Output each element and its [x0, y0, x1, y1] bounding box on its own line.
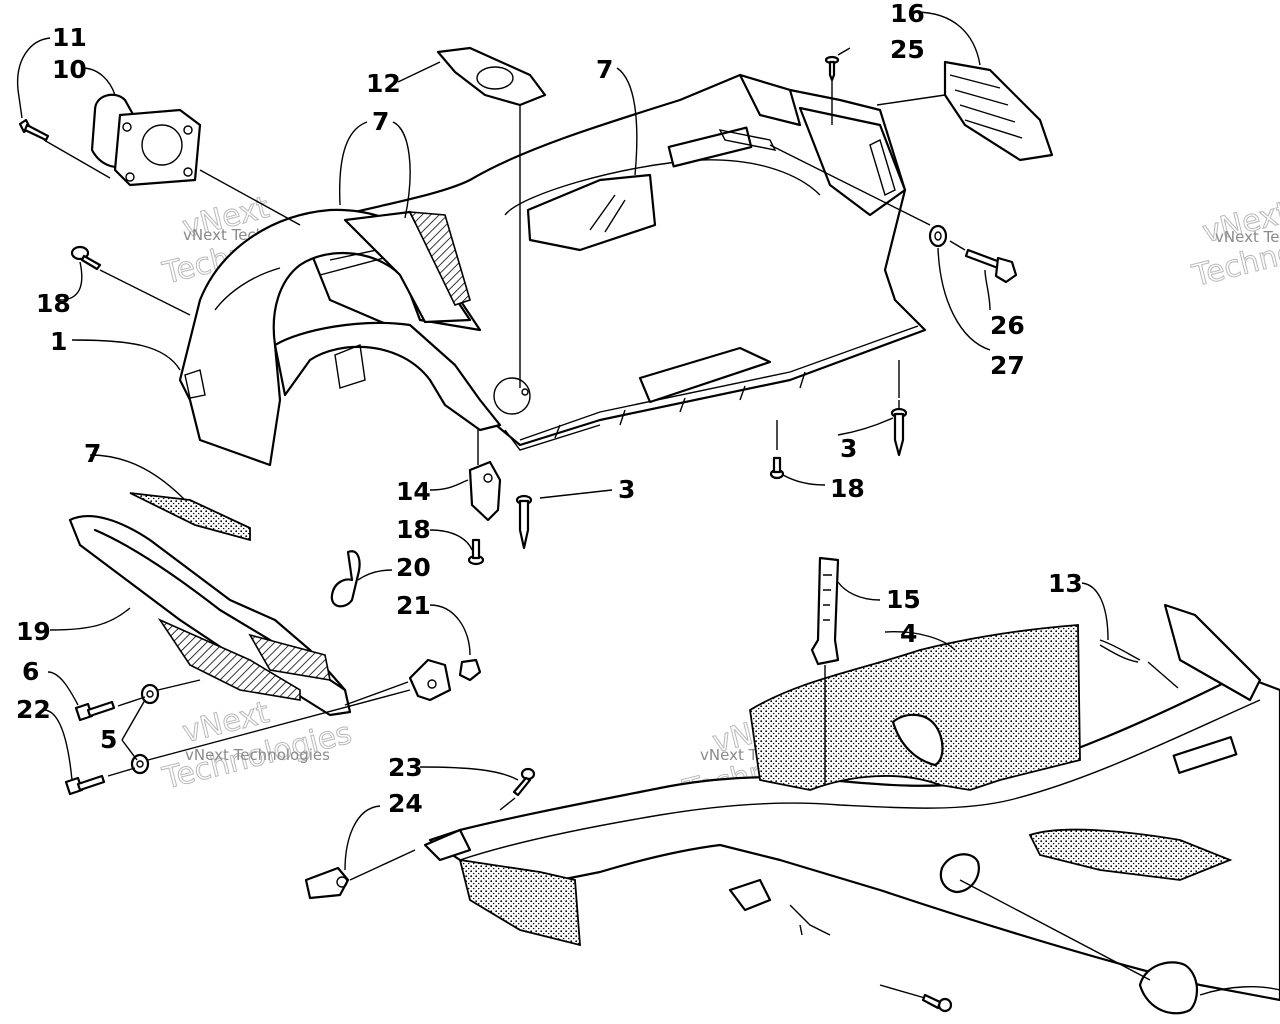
- callout-11: 11: [52, 23, 87, 52]
- callout-13: 13: [1048, 569, 1083, 598]
- push-rivet-part-3: [515, 494, 533, 550]
- rivet-part-18: [70, 245, 102, 271]
- leader-lines: [16, 11, 1280, 999]
- callout-20: 20: [396, 553, 431, 582]
- gasket-part-7: [129, 492, 251, 542]
- callout-7: 7: [596, 55, 613, 84]
- tunnel-body-part: [423, 603, 1280, 1002]
- callout-16: 16: [890, 0, 925, 28]
- nut-part-21: [458, 658, 482, 682]
- mount-plate-part: [408, 658, 452, 702]
- screw-part-25: [824, 55, 840, 82]
- callout-7: 7: [84, 439, 101, 468]
- watermark-text: vNext Technologies: [1215, 228, 1280, 246]
- end-cap-part: [1138, 961, 1198, 1015]
- screw-part-23: [512, 767, 536, 797]
- washer-part-5: [130, 683, 160, 775]
- bolt-part-6: [74, 700, 116, 722]
- hood-part-1: [178, 208, 502, 467]
- callout-18: 18: [830, 474, 865, 503]
- callout-10: 10: [52, 55, 87, 84]
- rivet-part-18: [769, 456, 785, 480]
- grommet-part-12: [436, 46, 547, 107]
- push-rivet-part-3: [890, 400, 908, 457]
- callout-21: 21: [396, 591, 431, 620]
- callout-18: 18: [396, 515, 431, 544]
- callout-27: 27: [990, 351, 1025, 380]
- callout-7: 7: [372, 107, 389, 136]
- watermark-text: vNext Technologies: [185, 746, 330, 764]
- callout-12: 12: [366, 69, 401, 98]
- belly-pan-part: [298, 73, 927, 451]
- callout-4: 4: [900, 619, 917, 648]
- callout-labels: 11 10 12 7 7 16 25 18 1 26 27 3 18 14 3 …: [16, 0, 1083, 818]
- callout-3: 3: [840, 434, 857, 463]
- callout-15: 15: [886, 585, 921, 614]
- callout-1: 1: [50, 327, 67, 356]
- cone-mount-part-10: [90, 93, 202, 187]
- callout-18: 18: [36, 289, 71, 318]
- callout-5: 5: [100, 725, 117, 754]
- vent-part-16: [943, 60, 1054, 162]
- bolt-part-22: [64, 774, 106, 796]
- screw-part: [921, 993, 953, 1013]
- callout-19: 19: [16, 617, 51, 646]
- strap-part-15: [810, 556, 840, 666]
- clip-part-14: [468, 460, 502, 522]
- washer-part-27: [928, 224, 948, 248]
- strap-part-20: [330, 550, 361, 608]
- pin-part-13: [1099, 639, 1141, 663]
- callout-6: 6: [22, 657, 39, 686]
- callout-25: 25: [890, 35, 925, 64]
- callout-22: 22: [16, 695, 51, 724]
- bolt-part-26: [964, 248, 1018, 284]
- screw-part-11: [18, 118, 50, 142]
- clip-nut-part-24: [304, 866, 350, 900]
- rivet-part-18: [467, 538, 485, 566]
- callout-24: 24: [388, 789, 423, 818]
- callout-26: 26: [990, 311, 1025, 340]
- callout-23: 23: [388, 753, 423, 782]
- callout-14: 14: [396, 477, 431, 506]
- bumper-part-19: [68, 515, 352, 717]
- callout-3: 3: [618, 475, 635, 504]
